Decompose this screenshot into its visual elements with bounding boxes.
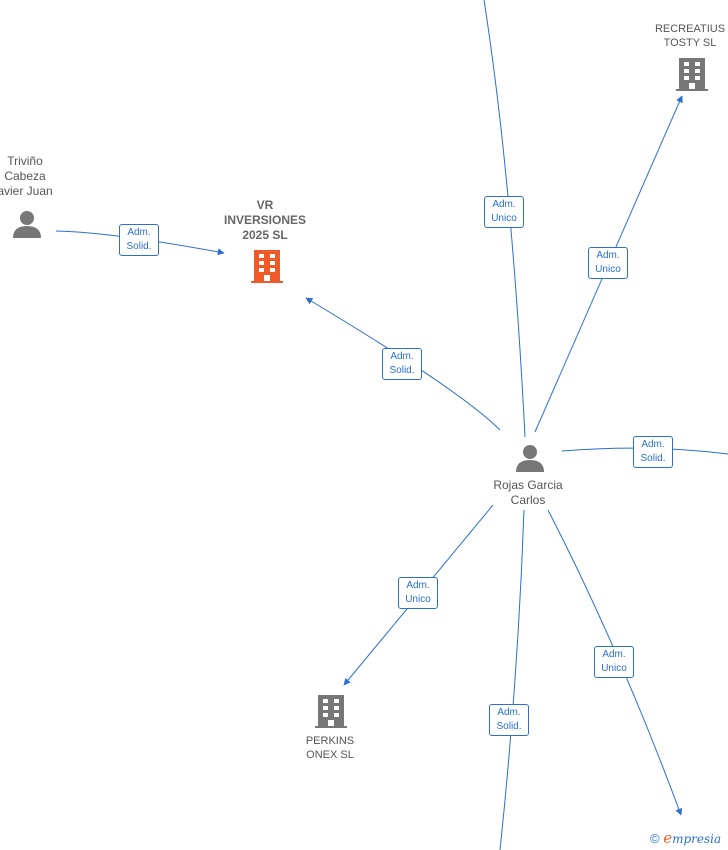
node-label-line: Carlos bbox=[510, 493, 546, 507]
node-label-vr-inversiones[interactable]: VR INVERSIONES 2025 SL bbox=[215, 198, 315, 243]
edge-role-line: Solid. bbox=[496, 721, 522, 732]
node-label-line: 2025 SL bbox=[242, 228, 288, 242]
edge-role-line: Solid. bbox=[126, 241, 152, 252]
edge-role-line: Adm. bbox=[390, 351, 414, 362]
brand-footer[interactable]: © empresia bbox=[650, 829, 721, 847]
edge-role-line: Unico bbox=[601, 663, 627, 674]
edge-role-line: Adm. bbox=[406, 580, 430, 591]
edge-rojas-bottom bbox=[499, 509, 525, 850]
node-label-line: ONEX SL bbox=[306, 749, 354, 761]
edge-role-line: Adm. bbox=[127, 227, 151, 238]
edge-role-line: Unico bbox=[405, 594, 431, 605]
building-icon[interactable] bbox=[676, 58, 708, 91]
edge-rojas-vr bbox=[305, 297, 501, 431]
brand-logo-e: e bbox=[663, 829, 673, 847]
node-label-perkins[interactable]: PERKINS ONEX SL bbox=[290, 734, 370, 762]
edge-role-tag[interactable]: Adm. Solid. bbox=[633, 436, 673, 468]
copyright-icon: © bbox=[650, 831, 660, 846]
node-label-line: avier Juan bbox=[0, 184, 53, 198]
edge-role-line: Adm. bbox=[492, 199, 516, 210]
edge-role-tag[interactable]: Adm. Solid. bbox=[489, 704, 529, 736]
edge-role-line: Adm. bbox=[596, 250, 620, 261]
edge-role-tag[interactable]: Adm. Unico bbox=[594, 646, 634, 678]
edge-role-tag[interactable]: Adm. Unico bbox=[398, 577, 438, 609]
brand-logo-text: mpresia bbox=[672, 832, 722, 846]
edge-role-line: Adm. bbox=[641, 439, 665, 450]
building-icon[interactable] bbox=[315, 695, 347, 728]
node-label-line: Rojas Garcia bbox=[493, 478, 563, 492]
node-label-recreatius[interactable]: RECREATIUS TOSTY SL bbox=[648, 22, 728, 50]
building-icon[interactable] bbox=[251, 250, 283, 283]
node-label-line: VR bbox=[256, 198, 274, 212]
edge-role-tag[interactable]: Adm. Solid. bbox=[382, 348, 422, 380]
node-label-line: Cabeza bbox=[4, 169, 46, 183]
edge-role-tag[interactable]: Adm. Unico bbox=[484, 196, 524, 228]
node-label-rojas[interactable]: Rojas Garcia Carlos bbox=[478, 478, 578, 508]
node-label-line: PERKINS bbox=[305, 735, 355, 747]
edge-role-line: Unico bbox=[491, 213, 517, 224]
person-icon[interactable] bbox=[516, 445, 544, 472]
edge-role-tag[interactable]: Adm. Unico bbox=[588, 247, 628, 279]
node-label-line: INVERSIONES bbox=[223, 213, 307, 227]
edge-role-line: Unico bbox=[595, 264, 621, 275]
node-label-line: TOSTY SL bbox=[663, 37, 717, 49]
edge-role-line: Adm. bbox=[602, 649, 626, 660]
node-label-trivino[interactable]: Triviño Cabeza avier Juan bbox=[0, 154, 60, 199]
person-icon[interactable] bbox=[13, 211, 41, 238]
node-label-line: Triviño bbox=[7, 154, 43, 168]
edge-role-line: Solid. bbox=[389, 365, 415, 376]
node-label-line: RECREATIUS bbox=[654, 23, 726, 35]
edge-role-line: Adm. bbox=[497, 707, 521, 718]
edge-role-line: Solid. bbox=[640, 453, 666, 464]
edge-role-tag[interactable]: Adm. Solid. bbox=[119, 224, 159, 256]
